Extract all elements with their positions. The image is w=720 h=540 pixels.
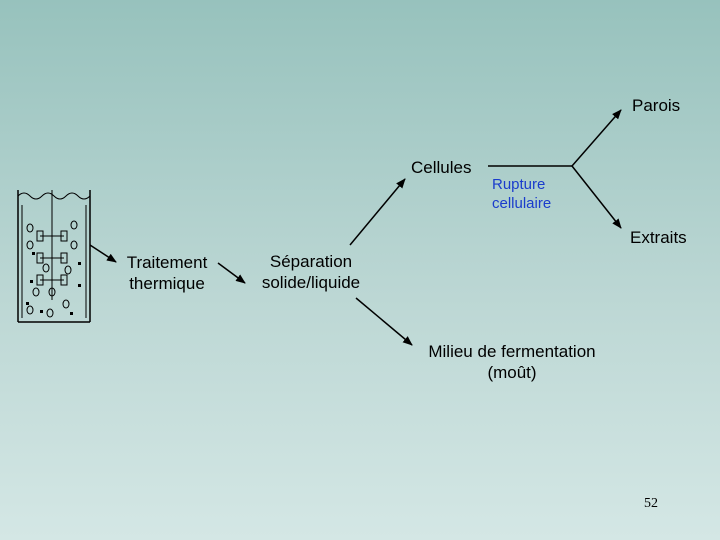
arrow-separation-to-cellules	[349, 178, 406, 246]
label-milieu-de-fermentation: Milieu de fermentation (moût)	[410, 341, 614, 383]
label-milieu-line1: Milieu de fermentation	[428, 342, 596, 361]
label-traitement-line2: thermique	[129, 274, 205, 293]
label-traitement-line1: Traitement	[126, 253, 208, 272]
label-rupture-line2: cellulaire	[492, 195, 552, 212]
arrow-vessel-to-traitement	[89, 244, 117, 263]
label-traitement-thermique: Traitement thermique	[117, 252, 217, 294]
label-rupture-line1: Rupture	[492, 176, 546, 193]
label-separation-line1: Séparation	[269, 252, 353, 271]
label-milieu-line2: (moût)	[487, 363, 537, 382]
arrow-rupture-to-extraits	[571, 165, 622, 229]
label-cellules: Cellules	[411, 158, 472, 177]
arrow-traitement-to-separation	[217, 262, 246, 284]
label-separation-solide-liquide: Séparation solide/liquide	[248, 251, 374, 293]
label-rupture-cellulaire: Rupture cellulaire	[492, 175, 551, 213]
fermenter-vessel-icon	[17, 190, 91, 323]
label-parois: Parois	[632, 96, 681, 115]
arrow-rupture-to-parois	[571, 109, 622, 167]
page-number: 52	[644, 496, 658, 511]
label-separation-line2: solide/liquide	[261, 273, 361, 292]
label-extraits: Extraits	[630, 228, 687, 247]
arrow-separation-to-milieu	[355, 297, 413, 346]
